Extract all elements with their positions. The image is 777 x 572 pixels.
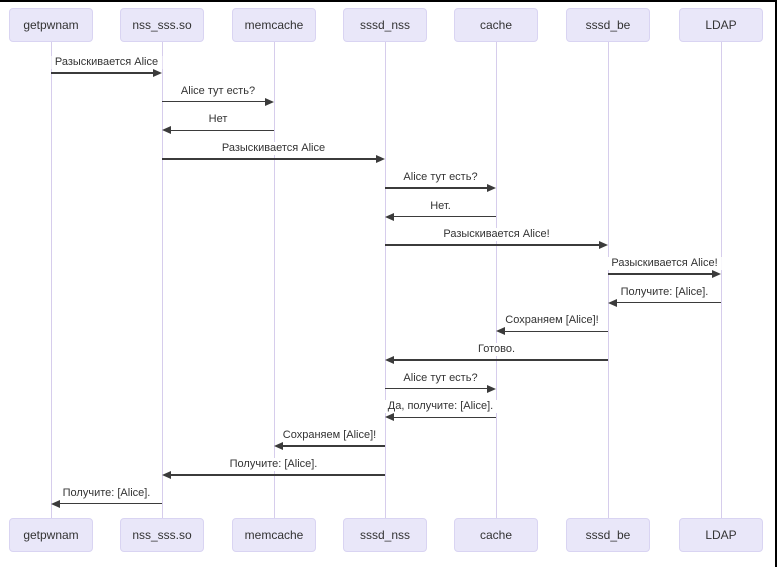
actor-label: LDAP <box>705 528 737 542</box>
actor-box-cache-bottom: cache <box>454 518 538 552</box>
message-line-15 <box>58 502 162 505</box>
message-arrowhead-11 <box>487 384 496 393</box>
actor-box-LDAP-bottom: LDAP <box>679 518 763 552</box>
message-label-7: Разыскивается Alice! <box>607 256 722 270</box>
actor-box-getpwnam-bottom: getpwnam <box>9 518 93 552</box>
message-arrowhead-3 <box>376 155 385 164</box>
lifeline-sssd_nss <box>384 42 386 518</box>
message-arrowhead-0 <box>153 69 162 77</box>
lifeline-nss_sss.so <box>161 42 163 518</box>
message-line-6 <box>385 244 601 246</box>
message-label-10: Готово. <box>473 343 520 356</box>
message-label-15: Получите: [Alice]. <box>58 486 155 500</box>
message-arrowhead-4 <box>487 183 496 192</box>
actor-box-sssd_be-top: sssd_be <box>566 8 650 42</box>
message-line-3 <box>162 158 378 160</box>
message-line-14 <box>169 474 385 476</box>
message-line-1 <box>162 100 267 103</box>
message-label-13: Сохраняем [Alice]! <box>278 429 381 443</box>
message-arrowhead-1 <box>265 97 274 106</box>
message-arrowhead-8 <box>608 298 617 307</box>
message-line-8 <box>615 301 721 304</box>
actor-box-memcache-bottom: memcache <box>232 518 316 552</box>
message-label-8: Получите: [Alice]. <box>616 285 713 299</box>
lifeline-sssd_be <box>607 42 609 518</box>
actor-label: nss_sss.so <box>132 528 192 542</box>
actor-box-memcache-top: memcache <box>232 8 316 42</box>
message-label-5: Нет. <box>426 199 455 213</box>
actor-box-getpwnam-top: getpwnam <box>9 8 93 42</box>
message-label-3: Разыскивается Alice <box>217 142 330 156</box>
actor-box-nss_sss.so-top: nss_sss.so <box>120 8 204 42</box>
message-arrowhead-15 <box>51 499 60 508</box>
message-arrowhead-9 <box>496 327 505 336</box>
message-line-2 <box>169 129 274 132</box>
actor-label: getpwnam <box>23 528 79 542</box>
actor-label: sssd_nss <box>359 528 411 542</box>
message-label-0: Разыскивается Alice <box>50 56 163 69</box>
message-line-9 <box>503 330 608 333</box>
message-line-11 <box>385 387 489 390</box>
message-line-7 <box>608 273 714 275</box>
actor-box-LDAP-top: LDAP <box>679 8 763 42</box>
actor-label: nss_sss.so <box>132 18 192 32</box>
message-line-10 <box>392 359 608 361</box>
canvas-frame-bottom <box>0 0 777 2</box>
lifeline-cache <box>495 42 497 518</box>
message-line-13 <box>281 445 385 447</box>
message-label-14: Получите: [Alice]. <box>225 457 322 471</box>
actor-label: cache <box>479 528 513 542</box>
message-line-12 <box>392 416 496 419</box>
message-label-12: Да, получите: [Alice]. <box>383 400 498 414</box>
message-arrowhead-2 <box>162 126 171 135</box>
actor-box-sssd_nss-top: sssd_nss <box>343 8 427 42</box>
actor-label: LDAP <box>705 18 737 32</box>
message-arrowhead-13 <box>274 442 283 451</box>
message-line-4 <box>385 187 489 189</box>
message-arrowhead-14 <box>162 470 171 479</box>
actor-label: getpwnam <box>23 18 79 32</box>
message-arrowhead-10 <box>385 356 394 364</box>
actor-label: sssd_be <box>585 18 631 32</box>
actor-box-sssd_be-bottom: sssd_be <box>566 518 650 552</box>
message-line-0 <box>51 72 155 74</box>
actor-label: cache <box>479 18 513 32</box>
message-arrowhead-7 <box>712 269 721 278</box>
actor-label: memcache <box>244 18 304 32</box>
lifeline-LDAP <box>720 42 722 518</box>
message-arrowhead-6 <box>599 241 608 250</box>
message-label-1: Alice тут есть? <box>176 84 260 98</box>
message-label-9: Сохраняем [Alice]! <box>501 314 603 328</box>
message-label-4: Alice тут есть? <box>399 170 482 184</box>
message-label-11: Alice тут есть? <box>399 371 482 385</box>
canvas-frame-right <box>775 0 777 567</box>
message-line-5 <box>392 215 496 218</box>
actor-label: sssd_be <box>585 528 631 542</box>
actor-label: memcache <box>244 528 304 542</box>
lifeline-getpwnam <box>50 42 52 518</box>
lifeline-memcache <box>273 42 275 518</box>
message-label-6: Разыскивается Alice! <box>439 228 554 242</box>
actor-label: sssd_nss <box>359 18 411 32</box>
actor-box-cache-top: cache <box>454 8 538 42</box>
message-label-2: Нет <box>204 113 232 127</box>
actor-box-nss_sss.so-bottom: nss_sss.so <box>120 518 204 552</box>
actor-box-sssd_nss-bottom: sssd_nss <box>343 518 427 552</box>
message-arrowhead-12 <box>385 413 394 422</box>
message-arrowhead-5 <box>385 212 394 221</box>
